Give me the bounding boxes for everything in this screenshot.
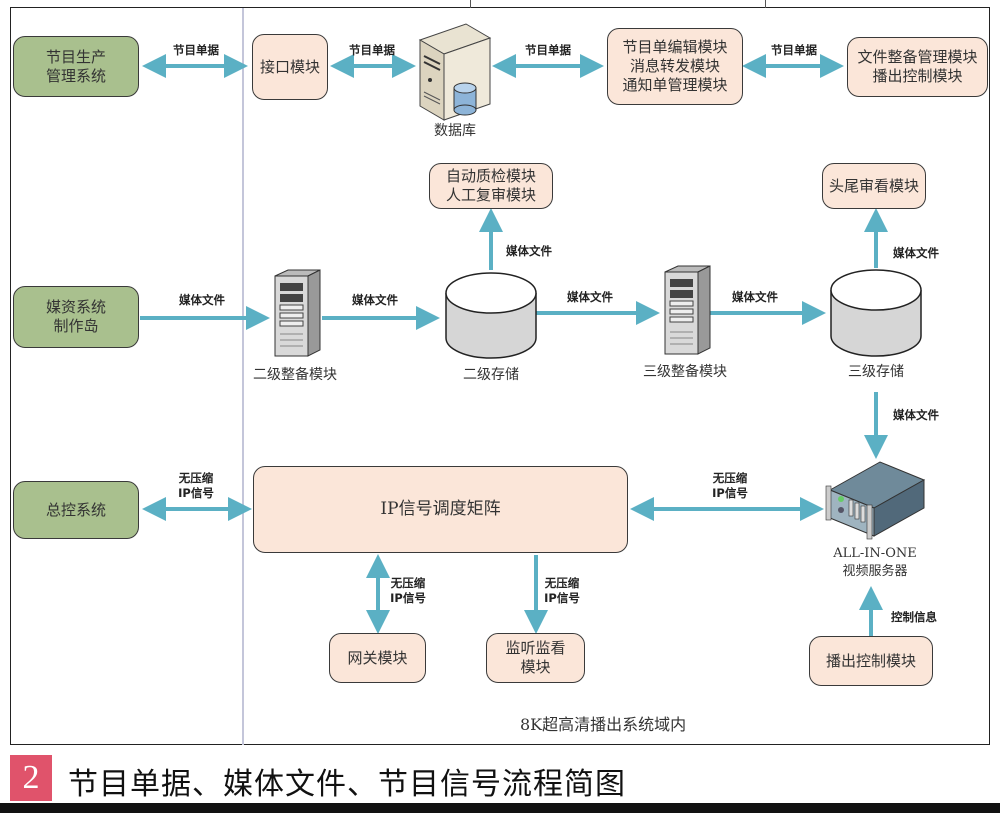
file-prep-management-module: 文件整备管理模块 播出控制模块 [847, 37, 988, 97]
edge-label-rundown: 节目单据 [525, 43, 571, 57]
edge-label-media-file: 媒体文件 [506, 244, 552, 258]
level3-prep-label: 三级整备模块 [643, 364, 727, 380]
program-production-system: 节目生产 管理系统 [13, 36, 139, 97]
domain-label: 8K超高清播出系统域内 [520, 715, 687, 734]
gateway-module: 网关模块 [329, 633, 426, 683]
all-in-one-server-label: ALL-IN-ONE 视频服务器 [833, 546, 917, 579]
level2-prep-label: 二级整备模块 [253, 367, 337, 383]
playout-control-module: 播出控制模块 [809, 636, 933, 686]
edge-label-media-file: 媒体文件 [893, 246, 939, 260]
level3-storage-icon [830, 269, 922, 357]
level3-storage-label: 三级存储 [848, 364, 904, 380]
figure-number-badge: 2 [10, 755, 52, 801]
level2-prep-server-icon [274, 269, 321, 357]
head-tail-review-module: 头尾审看模块 [822, 163, 926, 209]
auto-qc-module: 自动质检模块 人工复审模块 [429, 163, 553, 209]
monitoring-module: 监听监看 模块 [486, 633, 585, 683]
edge-label-uncompressed-ip: 无压缩 IP信号 [544, 576, 580, 605]
all-in-one-server-icon [825, 461, 926, 540]
edge-label-media-file: 媒体文件 [567, 290, 613, 304]
figure-title: 节目单据、媒体文件、节目信号流程简图 [68, 767, 626, 802]
rundown-edit-module: 节目单编辑模块 消息转发模块 通知单管理模块 [607, 28, 743, 105]
edge-label-media-file: 媒体文件 [179, 293, 225, 307]
frame-tick [470, 0, 471, 8]
level3-prep-server-icon [664, 265, 711, 355]
edge-label-media-file: 媒体文件 [352, 293, 398, 307]
level2-storage-label: 二级存储 [463, 367, 519, 383]
edge-label-media-file: 媒体文件 [732, 290, 778, 304]
edge-label-uncompressed-ip: 无压缩 IP信号 [712, 471, 748, 500]
database-server-icon [418, 23, 492, 121]
edge-label-rundown: 节目单据 [349, 43, 395, 57]
edge-label-control-info: 控制信息 [891, 610, 937, 624]
bottom-rule [0, 803, 1000, 813]
figure-caption: 2 节目单据、媒体文件、节目信号流程简图 [0, 755, 1000, 805]
edge-label-media-file: 媒体文件 [893, 408, 939, 422]
diagram-frame [10, 7, 990, 745]
ip-signal-matrix: IP信号调度矩阵 [253, 466, 628, 553]
database-label: 数据库 [434, 123, 476, 139]
edge-label-uncompressed-ip: 无压缩 IP信号 [390, 576, 426, 605]
frame-tick [765, 0, 766, 8]
domain-divider [242, 8, 244, 745]
edge-label-rundown: 节目单据 [771, 43, 817, 57]
media-asset-system: 媒资系统 制作岛 [13, 286, 139, 348]
edge-label-uncompressed-ip: 无压缩 IP信号 [178, 471, 214, 500]
master-control-system: 总控系统 [13, 481, 139, 539]
interface-module: 接口模块 [252, 34, 328, 100]
edge-label-rundown: 节目单据 [173, 43, 219, 57]
level2-storage-icon [445, 272, 537, 359]
